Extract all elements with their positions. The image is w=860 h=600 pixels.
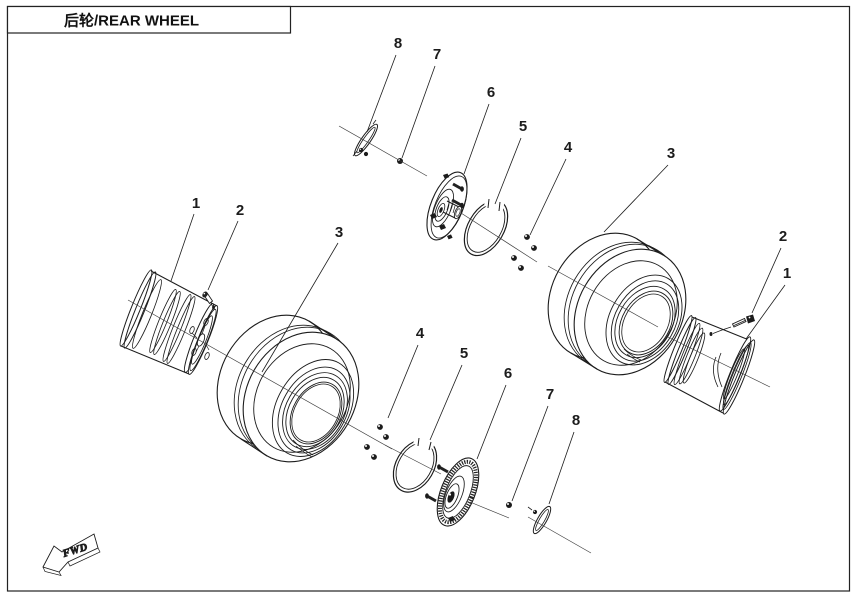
bracket-top [352, 119, 379, 157]
callout-left-1: 1 [192, 195, 200, 212]
tire-right [547, 232, 687, 376]
page-border [6, 5, 851, 592]
callout-top-6: 6 [487, 84, 495, 101]
page-title: 后轮/REAR WHEEL [64, 12, 199, 30]
tire-left [216, 314, 360, 463]
steel-rim-right [663, 315, 756, 415]
callout-numbers: 1 2 3 8 7 6 5 4 3 2 1 4 5 6 7 8 [192, 35, 791, 429]
centerline [127, 299, 393, 450]
leader-line [387, 344, 419, 419]
centerline [527, 516, 592, 554]
centerline [469, 501, 510, 519]
nut-bottom [506, 502, 512, 508]
callout-top-8: 8 [394, 35, 402, 52]
centerline [384, 444, 442, 475]
leader-line [603, 164, 669, 233]
callout-bottom-6: 6 [504, 365, 512, 382]
leader-line [401, 65, 436, 159]
fwd-arrow: FWD [42, 533, 101, 577]
snap-ring-bottom [392, 433, 438, 493]
centerline [667, 336, 771, 388]
callout-right-2: 2 [779, 228, 787, 245]
valve-stem-left [202, 291, 214, 307]
leader-line [529, 158, 567, 236]
leader-line [207, 220, 239, 291]
leader-line [366, 54, 397, 133]
lug-nuts-top [511, 234, 537, 271]
leader-line [429, 364, 463, 441]
hub-bottom [425, 457, 480, 527]
callout-bottom-4: 4 [416, 325, 425, 342]
leader-line [170, 213, 195, 282]
steel-rim-left [119, 269, 219, 375]
leader-line [476, 384, 507, 460]
leader-line [548, 431, 575, 505]
callout-top-5: 5 [519, 118, 527, 135]
leader-line [745, 284, 786, 340]
valve-hole [709, 332, 713, 336]
callout-bottom-8: 8 [572, 412, 580, 429]
centerline [460, 212, 538, 263]
callout-left-2: 2 [236, 202, 244, 219]
callout-right-3: 3 [667, 145, 675, 162]
bracket-bottom [527, 505, 552, 535]
leader-lines [170, 54, 786, 505]
centerline [338, 125, 428, 177]
leader-line [463, 103, 490, 175]
callout-top-4: 4 [564, 139, 573, 156]
callout-right-1: 1 [783, 265, 791, 282]
leader-line [751, 247, 782, 314]
centerlines [127, 125, 771, 554]
leader-line [511, 405, 549, 502]
centerline [547, 265, 659, 328]
leader-line [494, 137, 522, 205]
valve-stem-right [731, 314, 755, 328]
leader-line [261, 242, 339, 373]
callout-bottom-7: 7 [546, 386, 554, 403]
title-box [6, 5, 292, 34]
callout-top-7: 7 [433, 46, 441, 63]
hub-top [426, 171, 468, 241]
lug-nuts-bottom [364, 424, 389, 460]
callout-left-3: 3 [335, 224, 343, 241]
callout-bottom-5: 5 [460, 345, 468, 362]
